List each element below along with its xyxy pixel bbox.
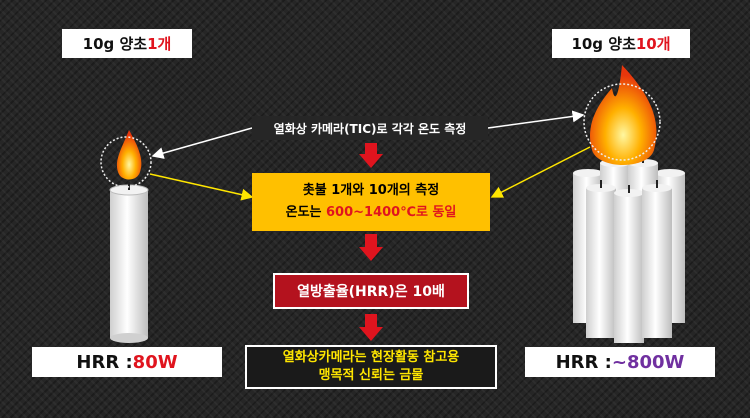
measure-result-line1: 촛불 1개와 10개의 측정	[302, 183, 440, 198]
hrr-left-value: 80W	[132, 351, 178, 373]
left-candle-label-prefix: 10g 양초	[82, 35, 148, 53]
large-flame-icon	[590, 65, 657, 165]
down-arrow-1	[359, 143, 383, 168]
measure-arrow-left	[149, 173, 254, 201]
conclusion-line1: 열화상카메라는 현장활동 참고용	[282, 350, 460, 365]
measure-result-line2: 온도는 600~1400℃로 동일	[286, 202, 457, 224]
ten-candles-icon	[573, 65, 685, 343]
left-candle-count: 1개	[147, 35, 172, 53]
tic-measure-label: 열화상 카메라(TIC)로 각각 온도 측정	[252, 116, 488, 140]
flame-icon	[116, 130, 142, 180]
left-candle-label: 10g 양초 1개	[62, 29, 192, 58]
hrr-ratio-box: 열방출율(HRR)은 10배	[273, 273, 469, 309]
measure-result-temperature: 600~1400℃로 동일	[326, 205, 457, 220]
right-candle-count: 10개	[635, 35, 671, 53]
measure-circle-left	[100, 136, 152, 188]
tic-arrow-right	[487, 110, 585, 129]
hrr-right-value: ~800W	[611, 351, 685, 373]
right-candle-label: 10g 양초 10개	[552, 29, 690, 58]
measure-result-box: 촛불 1개와 10개의 측정 온도는 600~1400℃로 동일	[252, 173, 490, 231]
hrr-right-prefix: HRR :	[555, 351, 612, 373]
measure-result-prefix: 온도는	[285, 205, 327, 220]
tic-arrow-left	[151, 127, 253, 159]
single-candle-icon	[100, 130, 152, 343]
down-arrow-2	[359, 234, 383, 261]
hrr-left-prefix: HRR :	[76, 351, 133, 373]
conclusion-line2: 맹목적 신뢰는 금물	[318, 368, 424, 383]
measure-arrow-right	[490, 146, 591, 198]
conclusion-box: 열화상카메라는 현장활동 참고용 맹목적 신뢰는 금물	[245, 345, 497, 389]
measure-circle-right	[583, 83, 661, 161]
hrr-right-label: HRR : ~800W	[525, 347, 715, 377]
down-arrow-3	[359, 314, 383, 341]
right-candle-label-prefix: 10g 양초	[571, 35, 636, 53]
hrr-left-label: HRR : 80W	[32, 347, 222, 377]
